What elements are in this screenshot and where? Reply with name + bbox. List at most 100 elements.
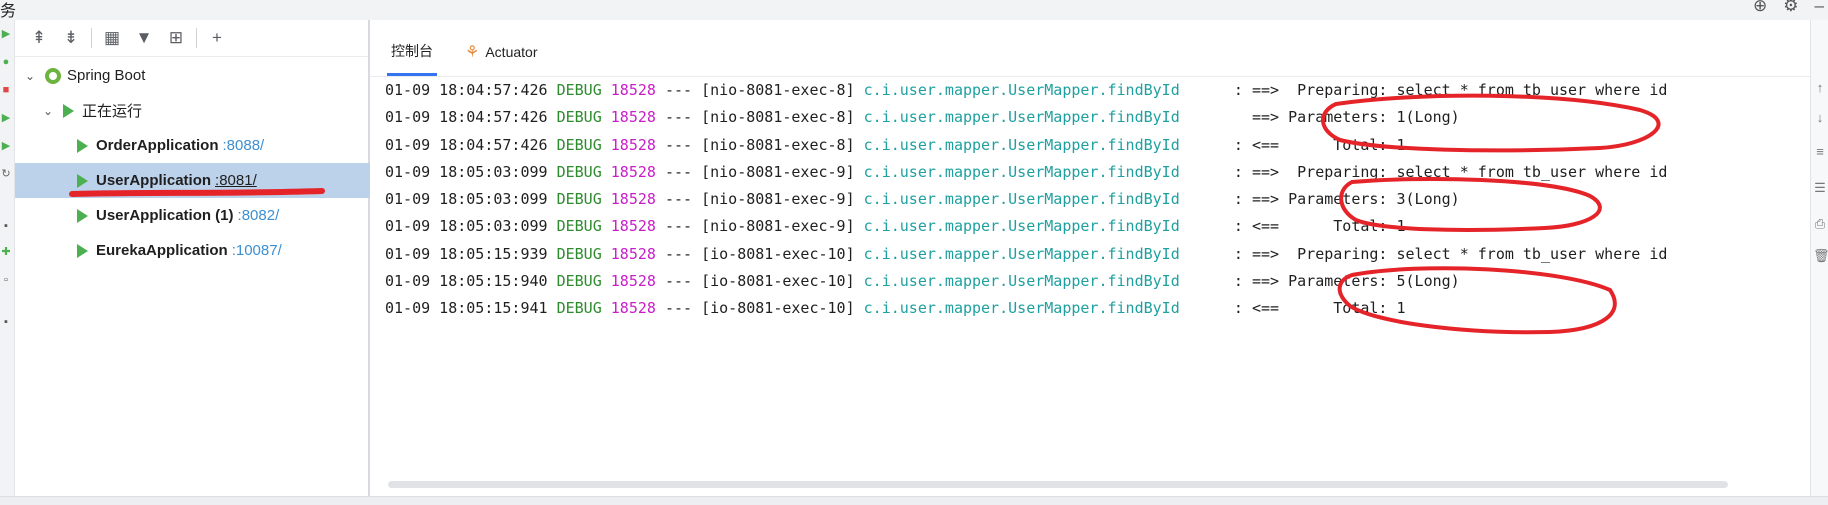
filter-icon[interactable]: ▼: [135, 28, 153, 47]
scroll-down-icon[interactable]: ↓: [1816, 110, 1824, 125]
app-port-link[interactable]: :8088/: [222, 137, 265, 154]
console-horizontal-scrollbar[interactable]: [388, 481, 1728, 488]
console-line: 01-09 18:04:57:426 DEBUG 18528 --- [nio-…: [385, 104, 1667, 131]
add-service-icon[interactable]: +: [212, 28, 222, 47]
console-line: 01-09 18:05:15:939 DEBUG 18528 --- [io-8…: [385, 241, 1667, 268]
log-pid: 18528: [610, 190, 656, 209]
log-pid: 18528: [610, 244, 656, 263]
log-timestamp: 01-09 18:04:57:426: [385, 135, 548, 154]
tree-node-eureka-application[interactable]: EurekaApplication :10087/: [15, 233, 430, 268]
log-level: DEBUG: [556, 299, 602, 318]
log-timestamp: 01-09 18:05:15:939: [385, 244, 548, 263]
log-timestamp: 01-09 18:05:15:940: [385, 272, 548, 291]
run-icon: [77, 138, 88, 153]
layout-icon[interactable]: ▪: [4, 220, 8, 232]
run-icon[interactable]: ▶: [1, 112, 11, 124]
log-logger: c.i.user.mapper.UserMapper.findById: [863, 190, 1180, 209]
log-pid: 18528: [610, 217, 656, 236]
actuator-icon: ⚘: [465, 44, 480, 61]
services-panel: ⇞ ⇟ ▦ ▼ ⊞ + ⌄ Spring Boot ⌄ 正在运行 OrderAp…: [15, 20, 430, 496]
log-timestamp: 01-09 18:05:03:099: [385, 190, 548, 209]
run-all-icon[interactable]: ▶: [1, 140, 11, 152]
log-thread: [io-8081-exec-10]: [701, 272, 855, 291]
console-line: 01-09 18:04:57:426 DEBUG 18528 --- [nio-…: [385, 132, 1667, 159]
toolbar-divider: [196, 28, 197, 48]
log-level: DEBUG: [556, 135, 602, 154]
tree-node-spring-boot[interactable]: ⌄ Spring Boot: [15, 58, 376, 93]
tree-node-user-application[interactable]: UserApplication :8081/: [15, 163, 430, 198]
group-by-icon[interactable]: ▦: [103, 28, 121, 47]
log-level: DEBUG: [556, 244, 602, 263]
tree-node-order-application[interactable]: OrderApplication :8088/: [15, 128, 430, 163]
log-separator: ---: [664, 244, 693, 263]
new-tab-icon[interactable]: ⊞: [168, 28, 184, 47]
log-message: : ==> Parameters: 5(Long): [1233, 272, 1460, 291]
log-message: : <== Total: 1: [1233, 299, 1406, 318]
soft-wrap-icon[interactable]: ≡: [1816, 144, 1824, 159]
clear-icon[interactable]: 🗑: [1813, 248, 1828, 263]
gear-icon[interactable]: ⚙: [1783, 0, 1799, 15]
log-logger: c.i.user.mapper.UserMapper.findById: [863, 272, 1180, 291]
log-message: : ==> Preparing: select * from tb_user w…: [1233, 162, 1668, 181]
log-message: ==> Parameters: 1(Long): [1233, 108, 1460, 127]
minimize-icon[interactable]: –: [1814, 0, 1824, 15]
more-icon[interactable]: ▪: [4, 316, 8, 328]
tree-node-running[interactable]: ⌄ 正在运行: [15, 93, 394, 128]
toolbar-divider: [91, 28, 92, 48]
chevron-down-icon[interactable]: ⌄: [24, 68, 36, 83]
log-thread: [nio-8081-exec-8]: [701, 108, 855, 127]
status-bar: [0, 496, 1828, 505]
tree-node-user-application-1[interactable]: UserApplication (1) :8082/: [15, 198, 430, 233]
spring-boot-icon: [45, 67, 61, 84]
app-port-link[interactable]: :10087/: [231, 242, 282, 259]
log-thread: [io-8081-exec-10]: [701, 299, 855, 318]
console-line: 01-09 18:04:57:426 DEBUG 18528 --- [nio-…: [385, 77, 1667, 104]
log-pid: 18528: [610, 81, 656, 99]
debug-icon[interactable]: ●: [2, 56, 10, 68]
app-name: UserApplication: [96, 172, 212, 189]
log-level: DEBUG: [556, 190, 602, 209]
expand-all-icon[interactable]: ⇞: [31, 28, 47, 47]
print-icon[interactable]: ⎙: [1814, 216, 1826, 231]
log-pid: 18528: [610, 162, 656, 181]
log-separator: ---: [664, 190, 693, 209]
log-logger: c.i.user.mapper.UserMapper.findById: [863, 299, 1180, 318]
log-message: : <== Total: 1: [1233, 135, 1406, 154]
log-separator: ---: [664, 272, 693, 291]
window-icon[interactable]: ▫: [4, 274, 8, 286]
crosshair-icon[interactable]: ⊕: [1753, 0, 1768, 15]
log-logger: c.i.user.mapper.UserMapper.findById: [863, 108, 1180, 127]
scroll-up-icon[interactable]: ↑: [1816, 80, 1824, 95]
log-pid: 18528: [610, 299, 656, 318]
collapse-all-icon[interactable]: ⇟: [63, 28, 79, 47]
run-icon: [77, 243, 88, 258]
log-separator: ---: [664, 135, 693, 154]
log-timestamp: 01-09 18:05:15:941: [385, 299, 548, 318]
log-logger: c.i.user.mapper.UserMapper.findById: [863, 162, 1180, 181]
console-output[interactable]: 01-09 18:04:57:426 DEBUG 18528 --- [nio-…: [385, 77, 1667, 323]
app-name: UserApplication (1): [96, 207, 234, 224]
tab-console[interactable]: 控制台: [387, 28, 437, 76]
log-timestamp: 01-09 18:04:57:426: [385, 81, 548, 99]
app-port-link[interactable]: :8081/: [215, 172, 257, 189]
stop-icon[interactable]: ■: [2, 84, 10, 96]
log-level: DEBUG: [556, 108, 602, 127]
restart-icon[interactable]: ↻: [1, 168, 11, 180]
rerun-icon[interactable]: ▶: [1, 28, 11, 40]
left-tool-strip: ▶ ● ■ ▶ ▶ ↻ ▪ ✚ ▫ ▪: [0, 20, 15, 496]
log-level: DEBUG: [556, 272, 602, 291]
app-port-link[interactable]: :8082/: [237, 207, 280, 224]
tree-node-label: Spring Boot: [67, 67, 146, 84]
log-thread: [nio-8081-exec-9]: [701, 217, 855, 236]
chevron-down-icon[interactable]: ⌄: [42, 103, 54, 118]
attach-icon[interactable]: ✚: [1, 246, 11, 258]
right-tool-strip: ↑ ↓ ≡ ☰ ⎙ 🗑: [1810, 20, 1828, 496]
log-message: : <== Total: 1: [1233, 217, 1406, 236]
log-timestamp: 01-09 18:04:57:426: [385, 108, 548, 127]
log-thread: [nio-8081-exec-8]: [701, 135, 855, 154]
tab-actuator[interactable]: ⚘ Actuator: [461, 28, 541, 76]
run-icon: [77, 173, 88, 188]
log-message: : ==> Preparing: select * from tb_user w…: [1233, 244, 1668, 263]
scroll-to-end-icon[interactable]: ☰: [1814, 180, 1826, 195]
log-message: : ==> Preparing: select * from tb_user w…: [1233, 81, 1668, 99]
